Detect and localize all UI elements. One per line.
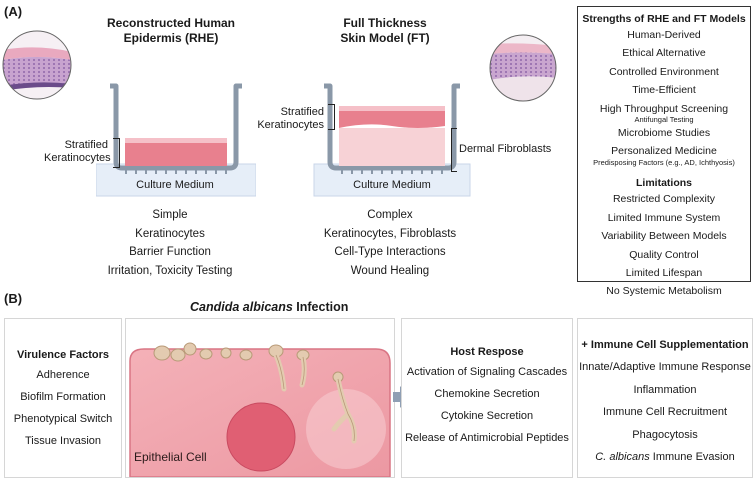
ft-feature-item: Complex bbox=[367, 209, 413, 221]
immune-title: + Immune Cell Supplementation bbox=[581, 339, 749, 351]
host-item: Chemokine Secretion bbox=[434, 388, 540, 400]
ft-feature-item: Cell-Type Interactions bbox=[334, 246, 446, 258]
strength-item: High Throughput Screening bbox=[599, 102, 729, 115]
immune-item: Inflammation bbox=[633, 383, 697, 396]
rhe-title: Reconstructed Human Epidermis (RHE) bbox=[106, 16, 236, 45]
ft-dermal-bracket bbox=[451, 128, 457, 172]
rhe-feature-item: Keratinocytes bbox=[135, 227, 205, 240]
host-title: Host Respose bbox=[450, 346, 524, 358]
virulence-title: Virulence Factors bbox=[16, 349, 110, 361]
host-item: Release of Antimicrobial Peptides bbox=[405, 432, 569, 444]
ft-feature-item: Keratinocytes, Fibroblasts bbox=[323, 227, 457, 240]
immune-item: Innate/Adaptive Immune Response bbox=[579, 361, 751, 373]
strength-item: Controlled Environment bbox=[609, 65, 719, 78]
ft-layer-bracket bbox=[328, 104, 335, 130]
rhe-culture-insert bbox=[95, 82, 257, 200]
epithelial-cell-label: Epithelial Cell bbox=[134, 450, 207, 464]
strength-item: Personalized Medicine bbox=[611, 145, 717, 158]
ft-feature-item: Wound Healing bbox=[350, 264, 430, 277]
ft-dermal-label: Dermal Fibroblasts bbox=[459, 143, 552, 155]
host-item: Activation of Signaling Cascades bbox=[406, 366, 568, 378]
host-response-card: Host Respose Activation of Signaling Cas… bbox=[401, 318, 573, 478]
histology-image-ft bbox=[489, 34, 557, 102]
epithelial-cell-illustration: Epithelial Cell bbox=[125, 318, 395, 478]
rhe-layer-label: Stratified Keratinocytes bbox=[44, 139, 111, 164]
immune-supplementation-card: + Immune Cell Supplementation Innate/Ada… bbox=[577, 318, 753, 478]
rhe-layer-bracket bbox=[113, 138, 120, 168]
ft-culture-medium-label: Culture Medium bbox=[353, 179, 431, 191]
limitation-item: No Systemic Metabolism bbox=[606, 285, 722, 298]
strength-item: Human-Derived bbox=[627, 29, 701, 41]
rhe-features: Simple Keratinocytes Barrier Function Ir… bbox=[80, 206, 260, 280]
ft-layer-label: Stratified Keratinocytes bbox=[257, 106, 324, 131]
rhe-feature-item: Barrier Function bbox=[129, 246, 211, 258]
strength-item: Microbiome Studies bbox=[617, 127, 711, 140]
virulence-item: Biofilm Formation bbox=[20, 391, 106, 403]
rhe-feature-item: Simple bbox=[152, 209, 188, 221]
virulence-factors-card: Virulence Factors Adherence Biofilm Form… bbox=[4, 318, 122, 478]
ft-title: Full Thickness Skin Model (FT) bbox=[340, 16, 430, 45]
immune-item: Phagocytosis bbox=[632, 428, 698, 441]
virulence-item: Phenotypical Switch bbox=[13, 413, 113, 425]
limitations-title: Limitations bbox=[635, 177, 692, 190]
strength-item: Ethical Alternative bbox=[622, 47, 706, 60]
rhe-culture-medium-label: Culture Medium bbox=[136, 179, 214, 191]
panel-b-letter: (B) bbox=[4, 291, 23, 306]
virulence-item: Adherence bbox=[36, 369, 90, 381]
strength-subitem: Antifungal Testing bbox=[634, 115, 694, 125]
limitation-item: Limited Immune System bbox=[607, 211, 721, 224]
ft-culture-insert bbox=[312, 82, 472, 200]
histology-image-rhe bbox=[2, 30, 72, 100]
virulence-item: Tissue Invasion bbox=[24, 435, 102, 447]
immune-item: Immune Cell Recruitment bbox=[602, 406, 728, 418]
strengths-title: Strengths of RHE and FT Models bbox=[582, 13, 746, 25]
strength-subitem: Predisposing Factors (e.g., AD, Ichthyos… bbox=[593, 158, 735, 168]
limitation-item: Restricted Complexity bbox=[612, 193, 716, 206]
ft-features: Complex Keratinocytes, Fibroblasts Cell-… bbox=[300, 206, 480, 280]
strength-item: Time-Efficient bbox=[632, 84, 696, 97]
strengths-limitations-box: Strengths of RHE and FT Models Human-Der… bbox=[577, 6, 751, 297]
rhe-feature-item: Irritation, Toxicity Testing bbox=[107, 264, 233, 277]
limitation-item: Quality Control bbox=[629, 248, 699, 261]
infection-title: Candida albicans Infection bbox=[190, 300, 349, 314]
limitation-item: Variability Between Models bbox=[601, 230, 727, 243]
host-item: Cytokine Secretion bbox=[440, 410, 534, 422]
panel-a-letter: (A) bbox=[4, 4, 23, 19]
immune-item: C. albicans Immune Evasion bbox=[595, 451, 735, 463]
limitation-item: Limited Lifespan bbox=[625, 267, 703, 280]
